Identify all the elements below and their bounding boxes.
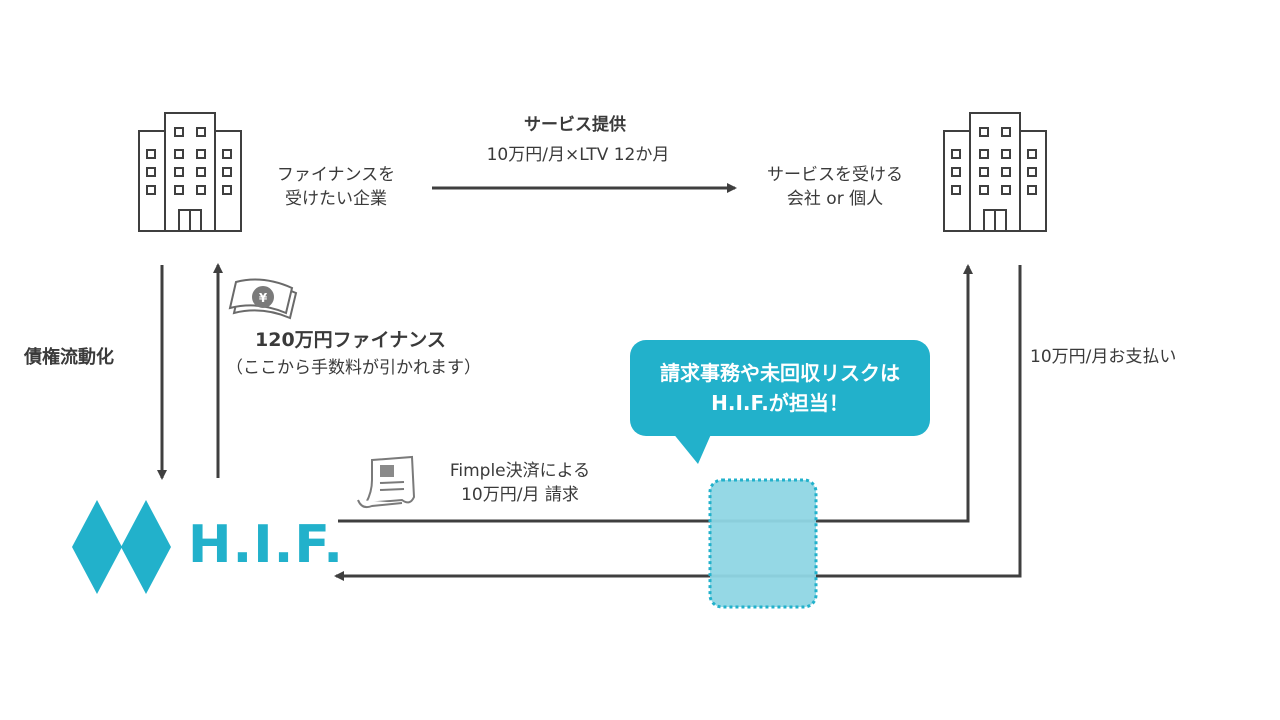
callout-line2: H.I.F.が担当！ <box>711 391 849 415</box>
right-customer-label: サービスを受ける 会社 or 個人 <box>740 163 930 211</box>
payment-arrow <box>334 265 1022 581</box>
left-company-label: ファイナンスを 受けたい企業 <box>256 163 416 211</box>
yen-banknote-icon: ¥ <box>228 278 298 320</box>
risk-callout: 請求事務や未回収リスクは H.I.F.が担当！ <box>630 340 930 436</box>
hif-logo-mark <box>72 500 171 594</box>
finance-amount: 120万円ファイナンス <box>255 329 446 351</box>
callout-line1: 請求事務や未回収リスクは <box>660 361 900 385</box>
right-customer-line2: 会社 or 個人 <box>786 189 884 209</box>
hif-logo-text: H.I.F. <box>188 515 345 575</box>
callout-tail <box>672 432 712 464</box>
left-company-line1: ファイナンスを <box>276 165 396 185</box>
service-title: サービス提供 <box>524 115 626 135</box>
risk-highlight-box <box>708 478 818 609</box>
svg-text:¥: ¥ <box>259 291 268 305</box>
right-customer-line1: サービスを受ける <box>767 165 903 185</box>
billing-line1: Fimple決済による <box>449 461 591 481</box>
left-building-icon <box>138 112 242 232</box>
invoice-scroll-icon <box>357 455 416 509</box>
left-company-line2: 受けたい企業 <box>285 189 387 209</box>
finance-note: （ここから手数料が引かれます） <box>226 358 481 378</box>
billing-arrow <box>338 264 973 523</box>
billing-line2: 10万円/月 請求 <box>461 485 579 505</box>
securitization-label: 債権流動化 <box>24 347 114 368</box>
right-building-icon <box>943 112 1047 232</box>
payment-label: 10万円/月お支払い <box>1030 347 1177 367</box>
billing-label: Fimple決済による 10万円/月 請求 <box>425 459 615 507</box>
service-price: 10万円/月×LTV 12か月 <box>486 145 670 165</box>
